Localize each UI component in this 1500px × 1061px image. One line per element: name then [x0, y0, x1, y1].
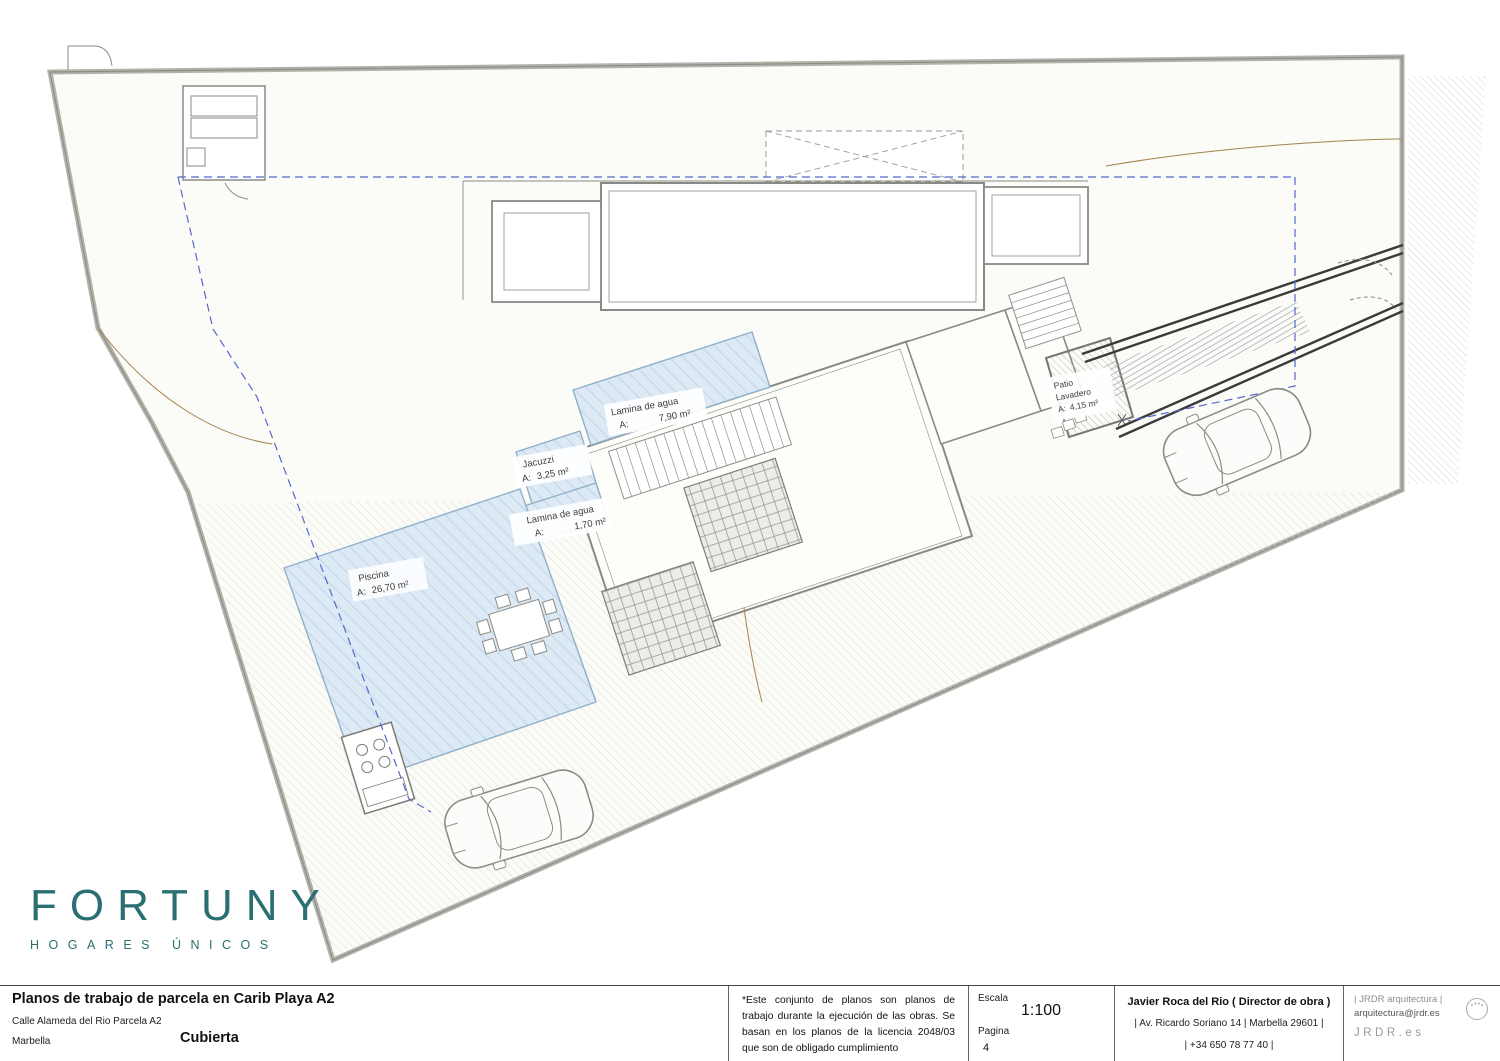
jacuzzi-name: Jacuzzi [522, 454, 555, 470]
project-address: Calle Alameda del Rio Parcela A2 [12, 1016, 162, 1027]
label-patio-lavadero: Patio Lavadero A: 4,15 m² [1046, 366, 1117, 422]
title-block-architect-cell: Javier Roca del Rio ( Director de obra )… [1114, 986, 1343, 1061]
label-piscina: Piscina A: 26,70 m² [347, 557, 429, 602]
site-plan-drawing: Lamina de agua A: 7,90 m² Jacuzzi A: 3,2… [46, 45, 1486, 964]
label-jacuzzi: Jacuzzi A: 3,25 m² [512, 444, 593, 488]
fortuny-logo-name: FORTUNY [30, 881, 333, 930]
patio-a: A: [1057, 403, 1067, 414]
scale-value: 1:100 [1021, 1002, 1062, 1019]
project-city: Marbella [12, 1036, 51, 1047]
entrance-structure [67, 45, 266, 200]
setback-dashed-lines [177, 176, 1296, 813]
label-lamina-agua-1: Lamina de agua A: 7,90 m² [603, 387, 708, 437]
piscina-a: A: [356, 587, 367, 599]
terrace-table [475, 587, 564, 662]
jacuzzi-a: A: [521, 472, 532, 484]
title-block-firm-cell: | JRDR arquitectura | arquitectura@jrdr.… [1343, 986, 1500, 1061]
outdoor-kitchen [340, 721, 416, 815]
pool-shape [283, 488, 597, 784]
neighbor-terrain-hatch [1408, 76, 1486, 484]
page-label: Pagina [978, 1026, 1010, 1037]
firm-email: arquitectura@jrdr.es [1354, 1008, 1440, 1019]
project-title: Planos de trabajo de parcela en Carib Pl… [12, 991, 335, 1007]
title-block-scale-cell: Escala 1:100 Pagina 4 [968, 986, 1114, 1061]
stairs-topright [1008, 276, 1082, 350]
firm-website: JRDR.es [1354, 1027, 1425, 1039]
jrdr-logo-icon [1466, 998, 1488, 1020]
title-block-note: *Este conjunto de planos son planos de t… [728, 986, 968, 1061]
solar-panels [601, 457, 804, 676]
fortuny-logo-tagline: HOGARES ÚNICOS [30, 938, 278, 953]
patio-value: 4,15 m² [1069, 397, 1099, 412]
label-lamina-agua-2: Lamina de agua A: 1,70 m² [509, 497, 614, 547]
title-block-project-cell: Planos de trabajo de parcela en Carib Pl… [0, 986, 728, 1061]
director-name: Javier Roca del Rio ( Director de obra ) [1127, 996, 1331, 1009]
piscina-name: Piscina [358, 568, 391, 584]
firm-name: | JRDR arquitectura | [1354, 994, 1443, 1005]
office-address: | Av. Ricardo Soriano 14 | Marbella 2960… [1134, 1018, 1324, 1030]
fortuny-logo: FORTUNY HOGARES ÚNICOS [30, 881, 333, 953]
driveway [1081, 243, 1404, 439]
contour-lines [98, 138, 1402, 703]
parcel-boundary-line [49, 56, 1403, 961]
stairs-band [607, 396, 793, 500]
page-value: 4 [983, 1042, 990, 1054]
roof-main [462, 180, 1089, 311]
skylight-dashed [765, 130, 964, 183]
lamina2-a: A: [534, 527, 545, 539]
sheet-name: Cubierta [180, 1030, 239, 1046]
office-phone: | +34 650 78 77 40 | [1184, 1039, 1274, 1051]
patio-line1: Patio [1053, 377, 1074, 390]
scale-label: Escala [978, 993, 1009, 1004]
title-block: Planos de trabajo de parcela en Carib Pl… [0, 985, 1500, 1061]
lamina1-a: A: [619, 419, 630, 431]
